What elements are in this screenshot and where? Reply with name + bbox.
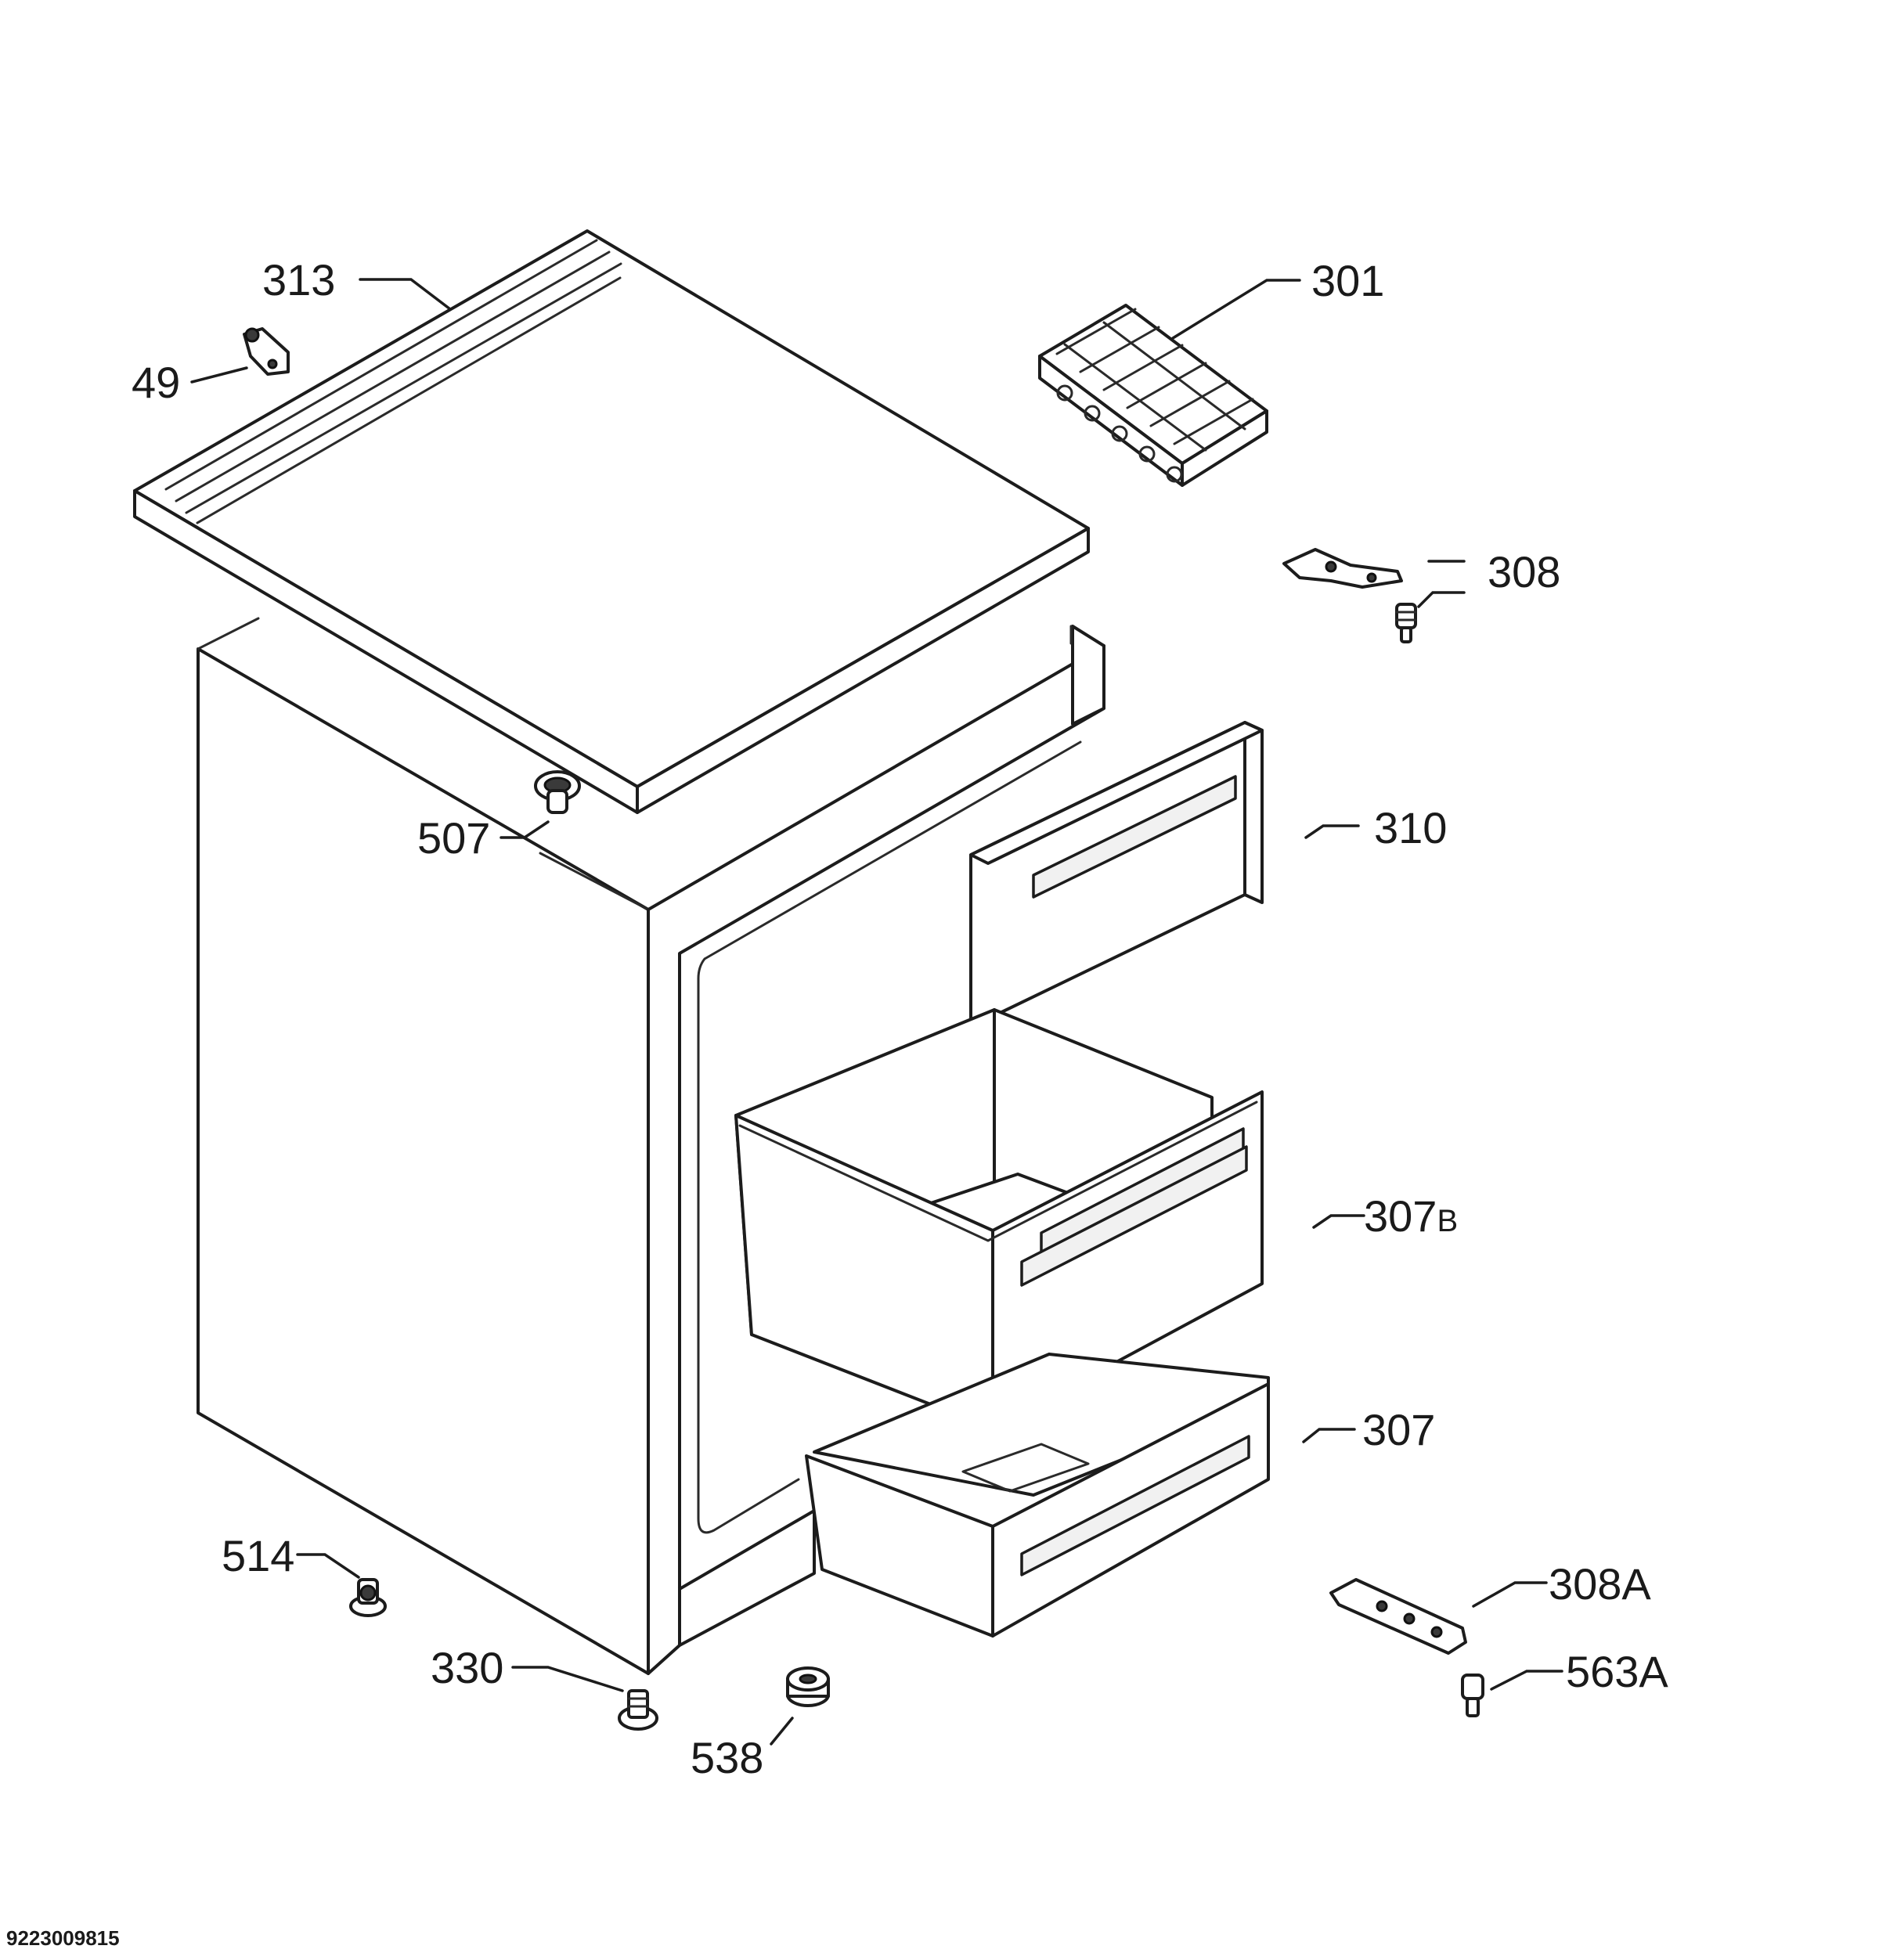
leader-563a bbox=[1490, 1670, 1563, 1691]
cabinet-body bbox=[197, 617, 1105, 1675]
part-563a-screw bbox=[1461, 1674, 1484, 1717]
door-handle-groove-4 bbox=[196, 276, 622, 524]
flap-top bbox=[969, 721, 1264, 865]
part-301-ice-tray bbox=[1038, 304, 1268, 487]
callout-301: 301 bbox=[1311, 256, 1384, 305]
door-handle-groove-2 bbox=[175, 250, 611, 503]
callout-310: 310 bbox=[1374, 803, 1447, 852]
cabinet-bottom-lip bbox=[678, 1509, 816, 1647]
callout-330: 330 bbox=[431, 1643, 503, 1692]
callout-307b-suffix: B bbox=[1437, 1204, 1458, 1238]
door-side-edge bbox=[636, 527, 1090, 814]
callout-307b-number: 307 bbox=[1364, 1191, 1437, 1241]
door-handle-groove-1 bbox=[164, 239, 598, 491]
part-308-screw bbox=[1395, 603, 1417, 643]
cabinet-opening bbox=[697, 740, 1082, 1534]
leader-308-screw bbox=[1417, 591, 1466, 608]
callout-307: 307 bbox=[1362, 1405, 1435, 1454]
leader-538 bbox=[770, 1717, 794, 1746]
callout-507: 507 bbox=[417, 813, 490, 863]
cabinet-front-rail bbox=[1071, 625, 1105, 726]
flap-side bbox=[1243, 721, 1264, 904]
part-514-foot bbox=[349, 1578, 387, 1617]
ice-tray-cells bbox=[1055, 308, 1254, 452]
part-307-drawer bbox=[805, 1353, 1270, 1638]
part-507-bush bbox=[534, 770, 581, 814]
leader-308a bbox=[1472, 1581, 1548, 1608]
callout-538: 538 bbox=[691, 1733, 763, 1782]
callout-313: 313 bbox=[262, 255, 335, 304]
part-308a-hinge bbox=[1329, 1578, 1467, 1655]
callout-563a: 563A bbox=[1566, 1647, 1668, 1696]
part-308-hinge bbox=[1282, 548, 1403, 589]
door-handle-groove-3 bbox=[185, 262, 622, 514]
door-panel bbox=[133, 229, 1090, 814]
drawer-b-rim bbox=[738, 1101, 1258, 1242]
leader-310 bbox=[1304, 824, 1360, 839]
leader-307 bbox=[1302, 1428, 1356, 1443]
cabinet-left-side bbox=[197, 647, 650, 1675]
part-310-flap bbox=[969, 721, 1264, 1029]
part-307b-drawer bbox=[734, 1008, 1264, 1430]
drawer-lower-divider bbox=[961, 1443, 1090, 1493]
part-330-foot bbox=[618, 1689, 658, 1731]
leader-301 bbox=[1171, 279, 1301, 340]
leader-307b bbox=[1312, 1214, 1365, 1229]
callout-307b: 307B bbox=[1364, 1191, 1458, 1241]
leader-507 bbox=[500, 820, 550, 839]
drawer-b-handle-lower bbox=[1020, 1145, 1248, 1287]
flap-handle-slot bbox=[1032, 775, 1237, 899]
cabinet-top-edge bbox=[197, 617, 260, 650]
leader-lines bbox=[190, 278, 1563, 1746]
document-number: 9223009815 bbox=[6, 1926, 120, 1950]
leader-330 bbox=[511, 1666, 624, 1692]
part-538-spacer bbox=[786, 1666, 830, 1707]
callout-labels: 313 49 301 308 310 507 307B 307 514 308A… bbox=[132, 255, 1668, 1782]
drawer-lower-handle bbox=[1020, 1435, 1250, 1576]
callout-514: 514 bbox=[222, 1531, 294, 1580]
flap-front bbox=[969, 721, 1246, 1029]
leader-49 bbox=[190, 366, 248, 384]
callout-308: 308 bbox=[1488, 547, 1560, 596]
callout-49: 49 bbox=[132, 358, 180, 407]
leader-514 bbox=[296, 1553, 360, 1579]
ice-tray-feet bbox=[1056, 384, 1183, 483]
callout-308a: 308A bbox=[1549, 1559, 1651, 1609]
leader-313 bbox=[359, 278, 452, 311]
part-49-bracket bbox=[243, 327, 290, 376]
